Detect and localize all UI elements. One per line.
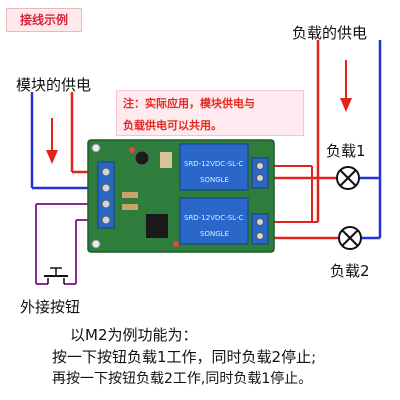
relay1-model-text: SRD-12VDC-SL-C — [184, 160, 244, 168]
load1-label: 负载1 — [326, 142, 366, 160]
description-line-3: 再按一下按钮负载2工作,同时负载1停止。 — [52, 371, 313, 387]
note-line-2: 负载供电可以共用。 — [123, 119, 222, 132]
relay-module-board — [87, 139, 275, 253]
note-box: 注：实际应用，模块供电与 负载供电可以共用。 — [116, 90, 304, 136]
push-button-icon — [44, 267, 68, 284]
relay-2 — [179, 197, 249, 245]
relay-1 — [179, 143, 249, 191]
module-supply-label: 模块的供电 — [16, 76, 92, 94]
load2-lamp-icon — [338, 226, 362, 250]
title-badge: 接线示例 — [6, 8, 82, 32]
load1-lamp-icon — [336, 166, 360, 190]
load2-label: 负载2 — [330, 262, 370, 280]
description-line-1: 以M2为例功能为： — [70, 326, 198, 344]
load-supply-label: 负载的供电 — [292, 24, 368, 42]
relay1-terminal — [251, 157, 269, 189]
note-line-1: 注：实际应用，模块供电与 — [123, 97, 255, 110]
load-supply-arrows — [340, 60, 352, 112]
relay2-terminal — [251, 213, 269, 245]
ic-chip — [146, 214, 168, 238]
relay2-model-text: SRD-12VDC-SL-C — [184, 214, 244, 222]
title-badge-text: 接线示例 — [19, 13, 68, 27]
description-line-2: 按一下按钮负载1工作，同时负载2停止; — [52, 348, 317, 366]
external-button-label: 外接按钮 — [20, 298, 81, 316]
relay2-brand-text: SONGLE — [200, 230, 229, 238]
capacitor — [134, 150, 150, 166]
input-terminal-block — [97, 161, 115, 229]
module-supply-arrow — [46, 118, 58, 164]
relay1-brand-text: SONGLE — [200, 176, 229, 184]
